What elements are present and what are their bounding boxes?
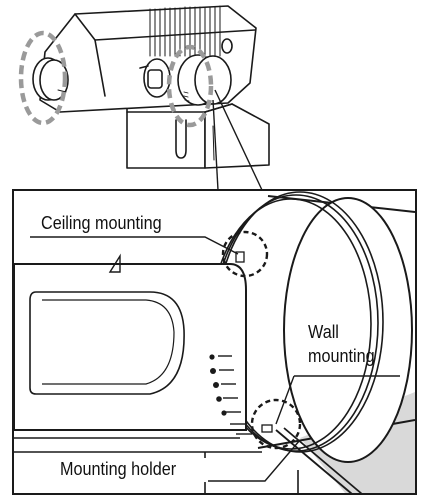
ceiling-detail-circle [221,230,269,278]
detail-view [14,191,415,493]
highlight-circle-right [166,44,214,128]
bracket-box-front [126,111,206,169]
mounting-holder-label: Mounting holder [60,459,177,479]
scale-glyphs [209,354,227,416]
overview-illustration [32,5,270,169]
screw-head [221,38,233,54]
wall-leader-line [275,375,400,425]
cylinder-body [14,263,247,431]
cooling-fins [149,5,221,57]
highlight-circle-left [18,30,68,126]
ceiling-mounting-label: Ceiling mounting [41,213,162,233]
bracket-slot [175,119,187,159]
left-knob [32,57,69,101]
triangle-marker [108,253,121,273]
right-knob [177,54,232,106]
wall-detail-circle [250,398,302,450]
cylinder-recess-inner [42,299,175,385]
highlight-circles [18,30,214,128]
ceiling-leader-line [30,236,239,255]
wall-notch [261,424,273,433]
ceiling-notch [235,251,245,263]
wall-mounting-label-line1: Wall [308,322,339,342]
exit-lines [275,427,363,495]
wall-mounting-label-line2: mounting [308,346,375,366]
zoom-leader-lines [212,89,263,191]
tick-scale [218,355,252,435]
center-connector [139,58,171,98]
cylinder-recess-outer [29,291,185,395]
